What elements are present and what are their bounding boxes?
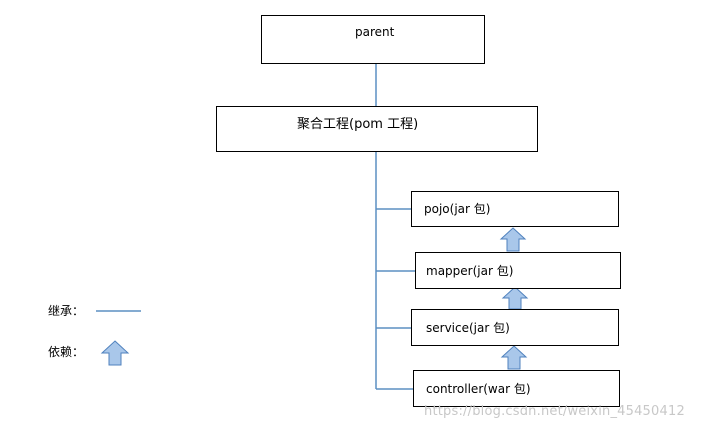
depend-arrow-service-mapper — [501, 286, 529, 310]
node-controller: controller(war 包) — [413, 370, 620, 407]
node-service-label: service(jar 包) — [426, 321, 510, 335]
depend-arrow-controller-service — [500, 345, 528, 370]
depend-arrow-mapper-pojo — [499, 227, 527, 252]
legend-depend-label: 依赖： — [48, 345, 85, 359]
node-controller-label: controller(war 包) — [426, 382, 531, 396]
node-aggregate-label: 聚合工程(pom 工程) — [297, 117, 419, 132]
node-mapper-label: mapper(jar 包) — [426, 264, 514, 278]
node-pojo-label: pojo(jar 包) — [424, 202, 491, 216]
node-pojo: pojo(jar 包) — [411, 191, 619, 227]
watermark-text: https://blog.csdn.net/weixin_45450412 — [424, 404, 685, 419]
node-service: service(jar 包) — [411, 309, 619, 346]
node-parent-label: parent — [355, 25, 395, 39]
node-parent: parent — [261, 15, 485, 64]
legend-depend-arrow — [100, 340, 130, 366]
legend-inherit-label: 继承： — [48, 304, 85, 318]
node-mapper: mapper(jar 包) — [415, 252, 621, 289]
node-aggregate: 聚合工程(pom 工程) — [216, 106, 538, 152]
